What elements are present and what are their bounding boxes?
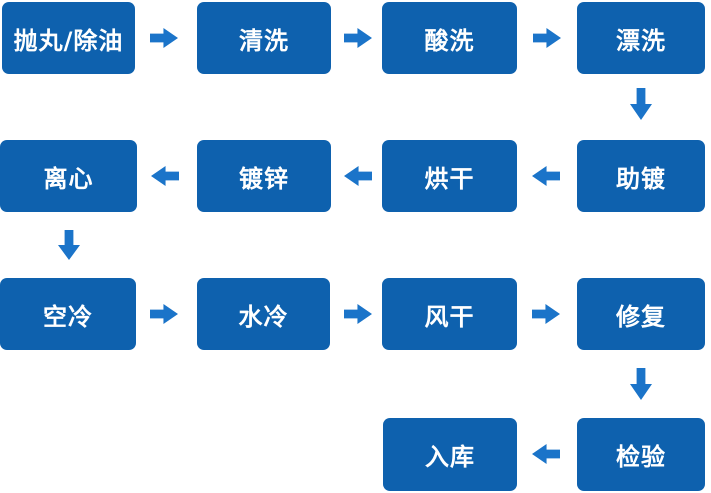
arrow-right-icon xyxy=(150,28,178,48)
arrow-right-icon xyxy=(344,28,372,48)
node-qingxi: 清洗 xyxy=(197,2,331,74)
node-kongleng: 空冷 xyxy=(0,278,136,350)
node-zhudu: 助镀 xyxy=(577,140,705,212)
node-jianyan: 检验 xyxy=(577,418,705,491)
arrow-right-icon xyxy=(533,28,561,48)
arrow-down-icon xyxy=(630,368,652,400)
node-duxin: 镀锌 xyxy=(197,140,331,212)
arrow-left-icon xyxy=(532,166,560,186)
node-honggan: 烘干 xyxy=(382,140,517,212)
node-suanxi: 酸洗 xyxy=(382,2,517,74)
arrow-down-icon xyxy=(58,230,80,260)
arrow-right-icon xyxy=(344,304,372,324)
arrow-right-icon xyxy=(150,304,178,324)
arrow-left-icon xyxy=(532,444,560,464)
node-xiufu: 修复 xyxy=(577,278,705,350)
arrow-left-icon xyxy=(344,166,372,186)
arrow-left-icon xyxy=(151,166,179,186)
node-shuileng: 水冷 xyxy=(197,278,330,350)
node-lixin: 离心 xyxy=(0,140,137,212)
node-fenggan: 风干 xyxy=(382,278,517,350)
arrow-right-icon xyxy=(532,304,560,324)
node-paowan-chuyou: 抛丸/除油 xyxy=(2,2,135,74)
node-ruku: 入库 xyxy=(383,418,517,491)
node-piaoxi: 漂洗 xyxy=(577,2,705,74)
arrow-down-icon xyxy=(630,88,652,120)
